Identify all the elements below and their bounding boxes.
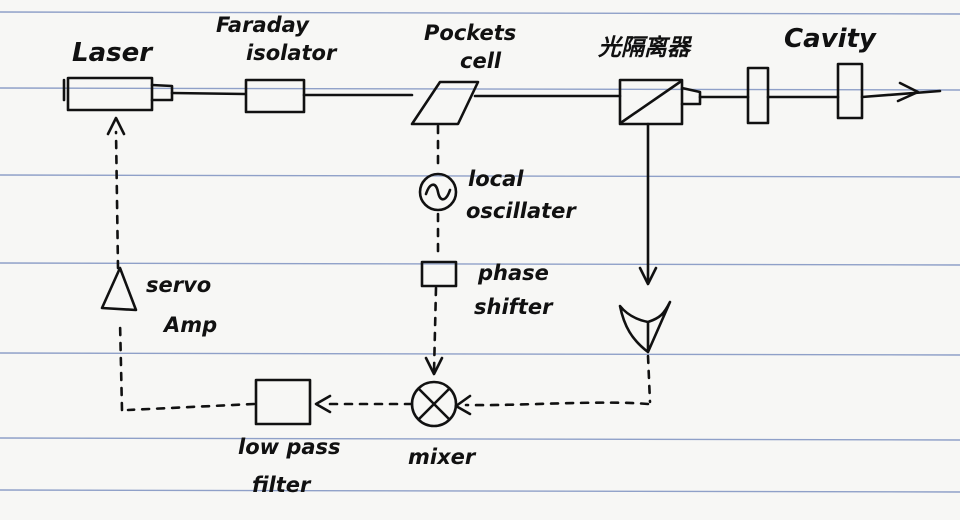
reflected-beam-arrowhead (638, 266, 658, 286)
signal-paths (114, 124, 652, 412)
photodetector-icon (618, 300, 672, 354)
servo-amp-label-line2: Amp (164, 313, 218, 337)
arrow-into-mixer-top (424, 356, 444, 376)
cavity-label: Cavity (784, 24, 876, 54)
oscillator-label-line2: oscillater (466, 199, 576, 223)
arrow-into-laser (106, 116, 126, 136)
phase-shifter-label-line2: shifter (474, 295, 553, 319)
pockels-cell (410, 80, 480, 126)
servo-amp-label-line1: servo (146, 273, 212, 297)
ruled-lines (0, 11, 960, 493)
beamsplitter-cube (618, 78, 702, 126)
lpf-label-line1: low pass (238, 435, 341, 459)
cavity-mirror-1 (746, 66, 770, 125)
beam-arrow-head (896, 81, 920, 103)
oscillator-label-line1: local (468, 167, 524, 191)
beam-line (170, 89, 942, 99)
faraday-isolator-box (244, 78, 306, 114)
mixer-icon (410, 380, 458, 428)
low-pass-filter-box (254, 378, 312, 426)
laser-box (62, 76, 174, 112)
pockels-label-line1: Pockets (424, 21, 517, 45)
phase-shifter-label-line1: phase (478, 261, 549, 285)
faraday-label-line1: Faraday (216, 13, 309, 37)
phase-shifter-box (420, 260, 458, 288)
local-oscillator-icon (418, 172, 458, 212)
lpf-label-line2: filter (252, 473, 311, 497)
arrow-into-filter (314, 394, 332, 414)
faraday-label-line2: isolator (246, 41, 337, 65)
pockels-label-line2: cell (460, 49, 502, 73)
cavity-mirror-2 (836, 62, 864, 120)
servo-amp-icon (100, 266, 138, 312)
mixer-label: mixer (408, 445, 476, 469)
laser-label: Laser (72, 38, 153, 68)
beamsplitter-label: 光隔离器 (598, 35, 690, 61)
